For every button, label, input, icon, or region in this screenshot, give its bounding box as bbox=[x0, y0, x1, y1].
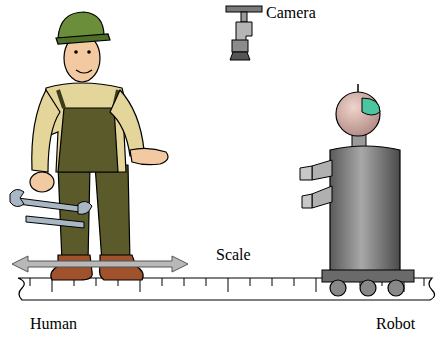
robot-arm bbox=[312, 186, 332, 208]
robot-hand bbox=[302, 194, 312, 208]
robot-antenna bbox=[357, 84, 359, 92]
camera-joint bbox=[236, 22, 252, 42]
wrench bbox=[18, 198, 80, 212]
caption-label: Human bbox=[30, 315, 77, 333]
robot-hand bbox=[300, 166, 312, 180]
camera-icon bbox=[226, 6, 262, 60]
robot-wheel bbox=[360, 280, 376, 296]
human-hand bbox=[30, 172, 54, 192]
caption-label: Camera bbox=[266, 4, 316, 22]
wrench-head bbox=[78, 201, 92, 214]
movement-arrow bbox=[12, 256, 188, 272]
human-eye bbox=[87, 50, 91, 54]
robot-wheel bbox=[330, 280, 346, 296]
human-arm bbox=[110, 90, 144, 156]
wrench bbox=[26, 216, 84, 228]
robot-figure bbox=[300, 84, 414, 296]
robot-wheel bbox=[388, 280, 404, 296]
robot-head bbox=[336, 92, 380, 136]
human-cap bbox=[58, 12, 104, 38]
human-mouth bbox=[76, 70, 92, 73]
camera-stem bbox=[241, 12, 247, 22]
human-eye bbox=[74, 50, 78, 54]
human-cap-brim bbox=[56, 34, 110, 44]
camera-body bbox=[232, 40, 248, 52]
robot-body bbox=[330, 146, 400, 272]
human-leg bbox=[95, 165, 130, 262]
caption-label: Robot bbox=[376, 315, 415, 333]
camera-lens bbox=[230, 52, 250, 60]
human-straps bbox=[58, 90, 118, 108]
human-hand bbox=[130, 148, 168, 164]
human-arm bbox=[32, 90, 60, 172]
human-overalls bbox=[58, 108, 118, 172]
ruler-body bbox=[18, 278, 435, 300]
human-figure bbox=[10, 12, 168, 280]
caption-label: Scale bbox=[216, 246, 251, 264]
wrench-head bbox=[10, 189, 24, 206]
camera-mount bbox=[226, 6, 262, 12]
robot-visor bbox=[362, 98, 380, 115]
robot-arm bbox=[312, 160, 332, 180]
scale-ruler bbox=[18, 278, 435, 300]
